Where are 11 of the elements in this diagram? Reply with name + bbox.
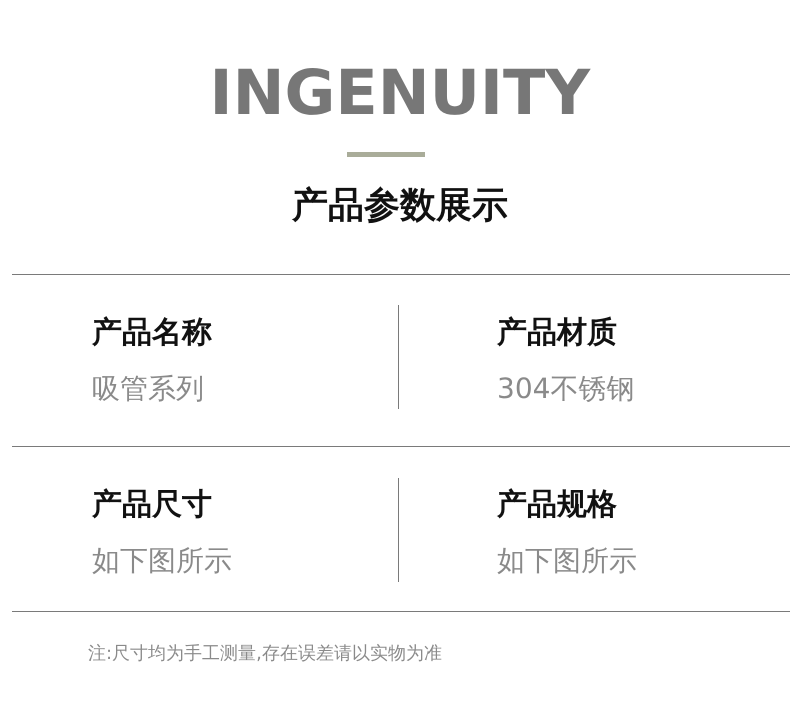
parameter-name: 产品材质	[497, 318, 617, 348]
parameter-value: 如下图所示	[92, 547, 232, 575]
parameter-value: 吸管系列	[92, 375, 204, 403]
parameter-value: 如下图所示	[497, 547, 637, 575]
parameter-name: 产品尺寸	[92, 490, 212, 520]
section-heading: 产品参数展示	[292, 188, 508, 224]
parameter-name: 产品名称	[92, 318, 212, 348]
page-title: INGENUITY	[210, 62, 590, 124]
parameter-value: 304不锈钢	[497, 375, 634, 403]
parameter-name: 产品规格	[497, 490, 617, 520]
footnote: 注:尺寸均为手工测量,存在误差请以实物为准	[88, 645, 442, 663]
